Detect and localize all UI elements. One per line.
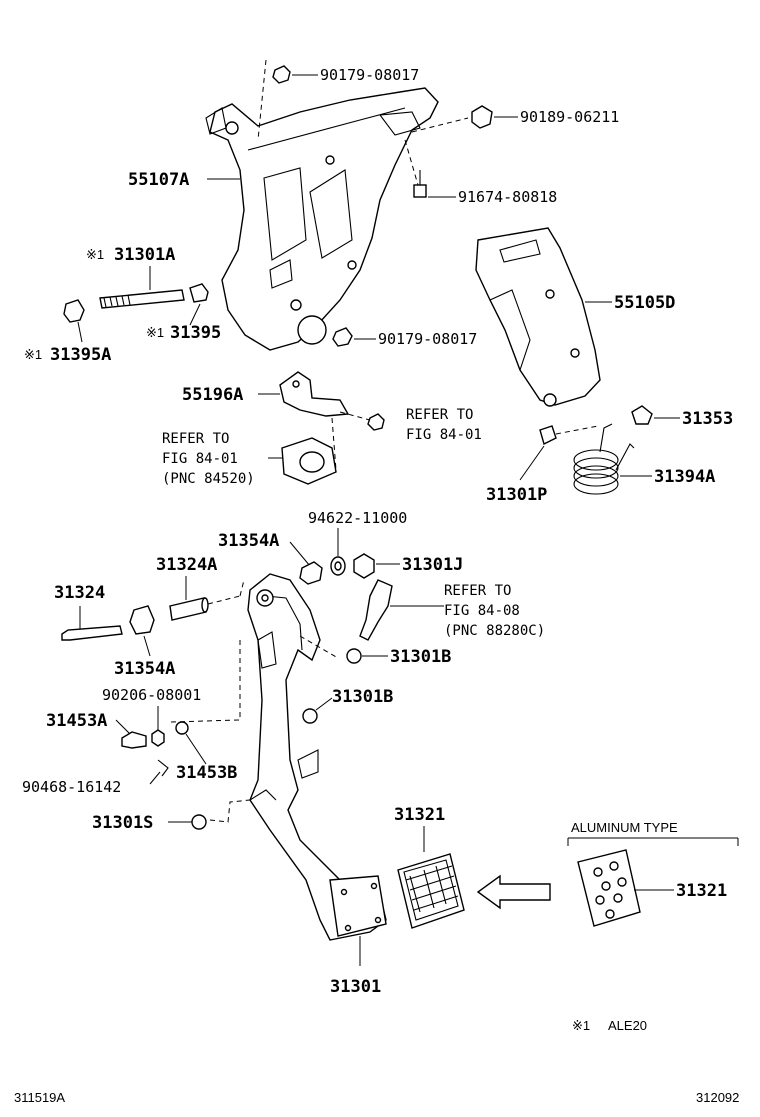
footnote-text: ALE20 — [608, 1018, 647, 1033]
clip-90468-16142: 90468-16142 — [22, 759, 169, 796]
collar-31395A: ※1 31395A — [24, 299, 111, 365]
sensor-84520: REFER TO FIG 84-01 (PNC 84520) — [162, 417, 337, 487]
label-31301S: 31301S — [92, 813, 153, 833]
aluminum-type-group: ALUMINUM TYPE 31321 — [567, 820, 739, 927]
ref-c-line2: FIG 84-08 — [444, 603, 520, 619]
label-31453B: 31453B — [176, 763, 237, 783]
aluminum-type-label: ALUMINUM TYPE — [571, 820, 678, 835]
nut-90206-08001: 90206-08001 — [102, 686, 201, 747]
label-55107A: 55107A — [128, 170, 189, 190]
label-31354A-bottom: 31354A — [114, 659, 175, 679]
label-31301P: 31301P — [486, 485, 547, 505]
label-31301J: 31301J — [402, 555, 463, 575]
ref-b-line2: FIG 84-01 — [406, 427, 482, 443]
cushion-31301S: 31301S — [92, 813, 207, 833]
label-90206-08001: 90206-08001 — [102, 686, 201, 704]
collar-31453B: 31453B — [175, 721, 237, 783]
connector-31301S — [209, 799, 251, 823]
label-90468-16142: 90468-16142 — [22, 778, 121, 796]
bracket-55107A — [205, 87, 439, 351]
label-94622-11000: 94622-11000 — [308, 509, 407, 527]
bushing-31354A-top: 31354A — [218, 531, 323, 585]
pedal-31301: 31301 — [247, 573, 387, 997]
label-31301: 31301 — [330, 977, 381, 997]
label-31395: 31395 — [170, 323, 221, 343]
ref-a-line2: FIG 84-01 — [162, 451, 238, 467]
note-mark-31395: ※1 — [146, 325, 164, 340]
footer-right-code: 312092 — [696, 1090, 739, 1105]
label-90179-08017-top: 90179-08017 — [320, 66, 419, 84]
ref-c-line3: (PNC 88280C) — [444, 623, 545, 639]
label-90179-08017-mid: 90179-08017 — [378, 330, 477, 348]
label-31353: 31353 — [682, 409, 733, 429]
spring-31394A: 31394A — [573, 423, 715, 495]
collar-31395: ※1 31395 — [146, 283, 221, 343]
label-31395A: 31395A — [50, 345, 111, 365]
direction-arrow — [476, 874, 551, 910]
cushion-31301B-2: 31301B — [302, 687, 393, 724]
bolt-91674-80818: 91674-80818 — [404, 139, 557, 206]
bracket-55196A: 55196A — [182, 371, 385, 431]
pin-31301A: ※1 31301A — [86, 245, 185, 309]
label-31301B-2: 31301B — [332, 687, 393, 707]
collar-31324A: 31324A — [156, 555, 241, 621]
washer-94622-11000: 94622-11000 — [308, 509, 407, 576]
label-31324A: 31324A — [156, 555, 217, 575]
connector-pedal-switch — [299, 635, 339, 659]
bracket-55105D: 55105D — [475, 227, 675, 407]
connector-pedal-top — [239, 579, 245, 597]
switch-88280C: REFER TO FIG 84-08 (PNC 88280C) — [359, 579, 545, 641]
nut-90179-08017-mid: 90179-08017 — [332, 327, 477, 348]
label-31301B-1: 31301B — [390, 647, 451, 667]
note-mark-31395A: ※1 — [24, 347, 42, 362]
refer-84-01-b: REFER TO FIG 84-01 — [406, 407, 482, 443]
footnote-mark: ※1 — [572, 1018, 590, 1033]
label-90189-06211: 90189-06211 — [520, 108, 619, 126]
bolt-31324: 31324 — [54, 583, 123, 641]
label-31301A: 31301A — [114, 245, 175, 265]
label-55196A: 55196A — [182, 385, 243, 405]
ref-b-line1: REFER TO — [406, 407, 473, 423]
footnote: ※1 ALE20 — [572, 1018, 647, 1033]
label-55105D: 55105D — [614, 293, 675, 313]
nut-31301J: 31301J — [353, 553, 463, 579]
label-31321-alu: 31321 — [676, 881, 727, 901]
pin-31453A: 31453A — [46, 711, 147, 749]
clip-31301P: 31301P — [486, 425, 599, 505]
cushion-31301B-1: 31301B — [346, 647, 451, 667]
footer-left-code: 311519A — [14, 1090, 65, 1105]
label-91674-80818: 91674-80818 — [458, 188, 557, 206]
clip-31353: 31353 — [631, 405, 733, 429]
clip-90189-06211: 90189-06211 — [411, 105, 619, 133]
label-31453A: 31453A — [46, 711, 107, 731]
ref-a-line3: (PNC 84520) — [162, 471, 255, 487]
callout-55107A: 55107A — [128, 170, 240, 190]
connector-pedal-pin — [169, 640, 241, 723]
bushing-31354A-bottom: 31354A — [114, 605, 175, 679]
ref-a-line1: REFER TO — [162, 431, 229, 447]
nut-90179-08017-top: 90179-08017 — [257, 59, 419, 141]
label-31354A-top: 31354A — [218, 531, 279, 551]
label-31394A: 31394A — [654, 467, 715, 487]
ref-c-line1: REFER TO — [444, 583, 511, 599]
label-31324: 31324 — [54, 583, 105, 603]
note-mark-31301A: ※1 — [86, 247, 104, 262]
label-31321-main: 31321 — [394, 805, 445, 825]
pedal-pad-31321: 31321 — [394, 805, 465, 929]
